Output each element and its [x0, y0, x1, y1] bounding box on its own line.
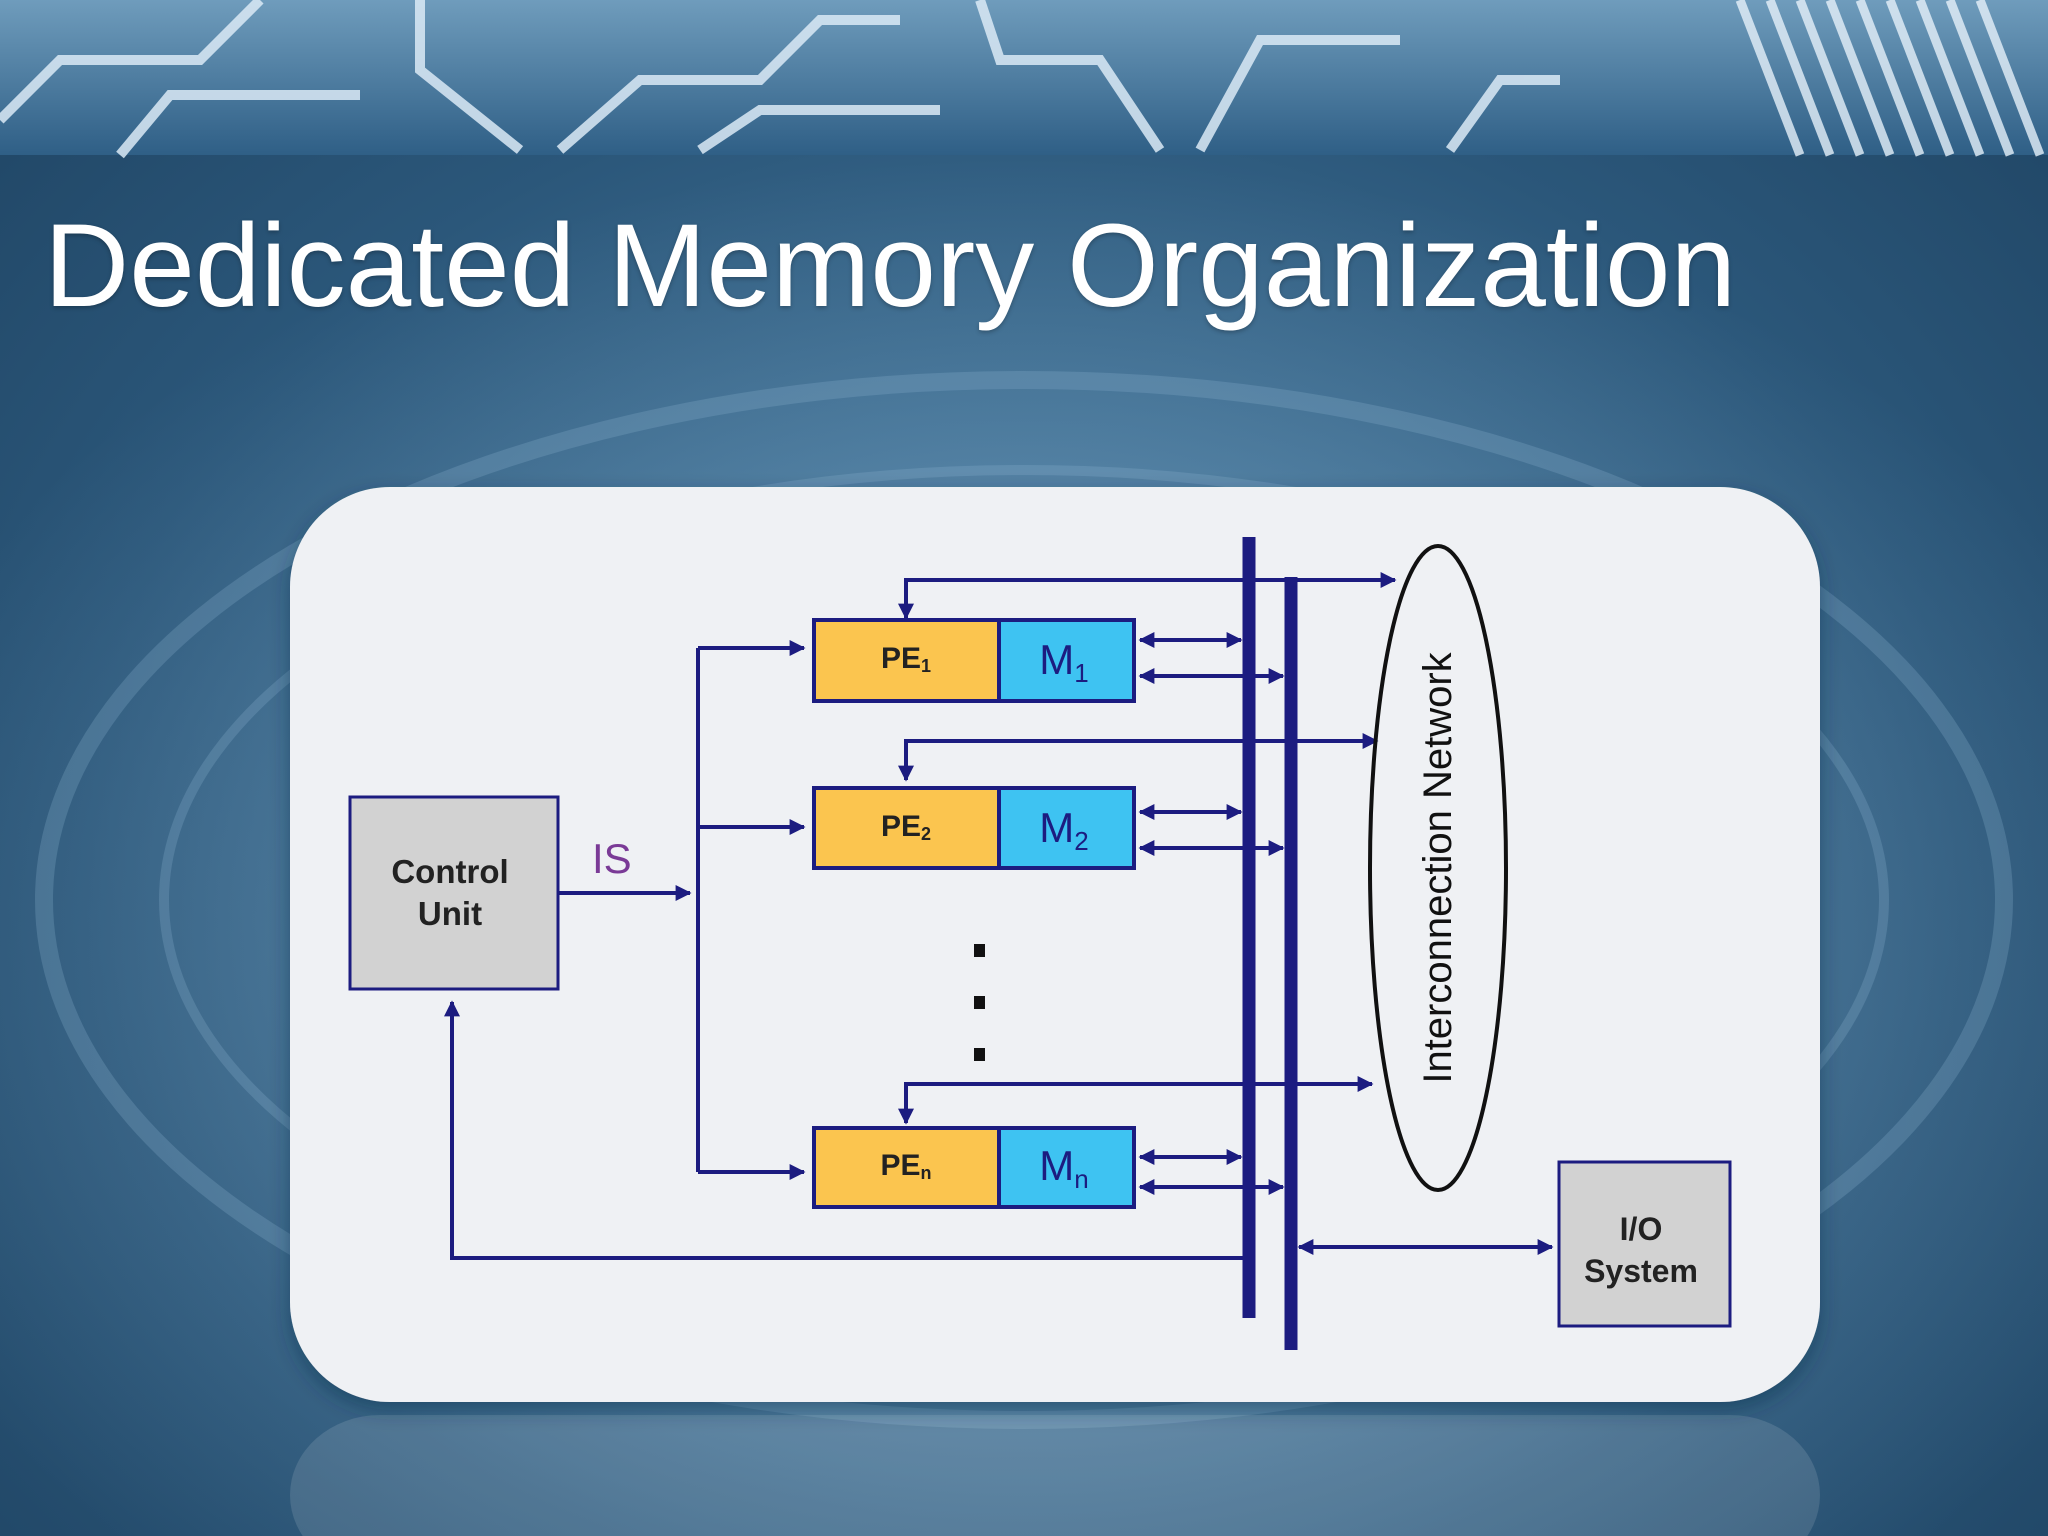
io-system: I/O System [1557, 1160, 1732, 1328]
pe-label: PE2 [881, 810, 931, 844]
io-label-line2: System [1584, 1253, 1698, 1289]
control-unit-label-line1: Control [391, 853, 508, 890]
io-label-line1: I/O [1620, 1211, 1663, 1247]
memory-subscript: n [1074, 1164, 1088, 1194]
pe-row-2: PE2 M2 [812, 786, 1136, 870]
slide-title: Dedicated Memory Organization [44, 200, 1737, 332]
pe1-network-link [898, 572, 1397, 620]
memory-box [997, 1126, 1136, 1209]
io-system-box [1557, 1160, 1732, 1328]
circuit-traces [0, 0, 1560, 159]
dot [974, 944, 985, 957]
memory-box [997, 618, 1136, 703]
wires [444, 572, 1554, 1260]
is-label: IS [592, 835, 632, 882]
dot [974, 996, 985, 1009]
network-ellipse [1368, 544, 1508, 1192]
memory-subscript: 1 [1074, 658, 1088, 688]
pe-subscript: 2 [921, 824, 931, 844]
memory-label: M1 [1039, 636, 1088, 688]
feedback-line [444, 1000, 1249, 1260]
pe-subscript: 1 [921, 656, 931, 676]
pe-label: PEn [880, 1149, 931, 1183]
diagram-card [290, 487, 1820, 1402]
memory-label: M2 [1039, 804, 1088, 856]
card-reflection [290, 1415, 1820, 1536]
control-unit-box [348, 795, 560, 991]
circuit-stripes [1735, 0, 2045, 157]
pe-label: PE1 [881, 642, 931, 676]
memory-box [997, 786, 1136, 870]
pe-box [812, 618, 1001, 703]
pe-box [812, 1126, 1001, 1209]
ellipsis-dots [974, 944, 985, 1061]
control-unit: Control Unit [348, 795, 560, 991]
interconnection-network: Interconnection Network [1368, 544, 1508, 1192]
pe2-network-link [898, 733, 1379, 782]
network-label: Interconnection Network [1416, 651, 1460, 1083]
pen-network-link [898, 1076, 1374, 1125]
pe-row-1: PE1 M1 [812, 618, 1136, 703]
pe-row-n: PEn Mn [812, 1126, 1136, 1209]
control-unit-label-line2: Unit [418, 895, 482, 932]
memory-label: Mn [1039, 1142, 1088, 1194]
memory-subscript: 2 [1074, 826, 1088, 856]
dot [974, 1048, 985, 1061]
pe-box [812, 786, 1001, 870]
pe-subscript: n [921, 1163, 932, 1183]
top-banner [0, 0, 2048, 155]
